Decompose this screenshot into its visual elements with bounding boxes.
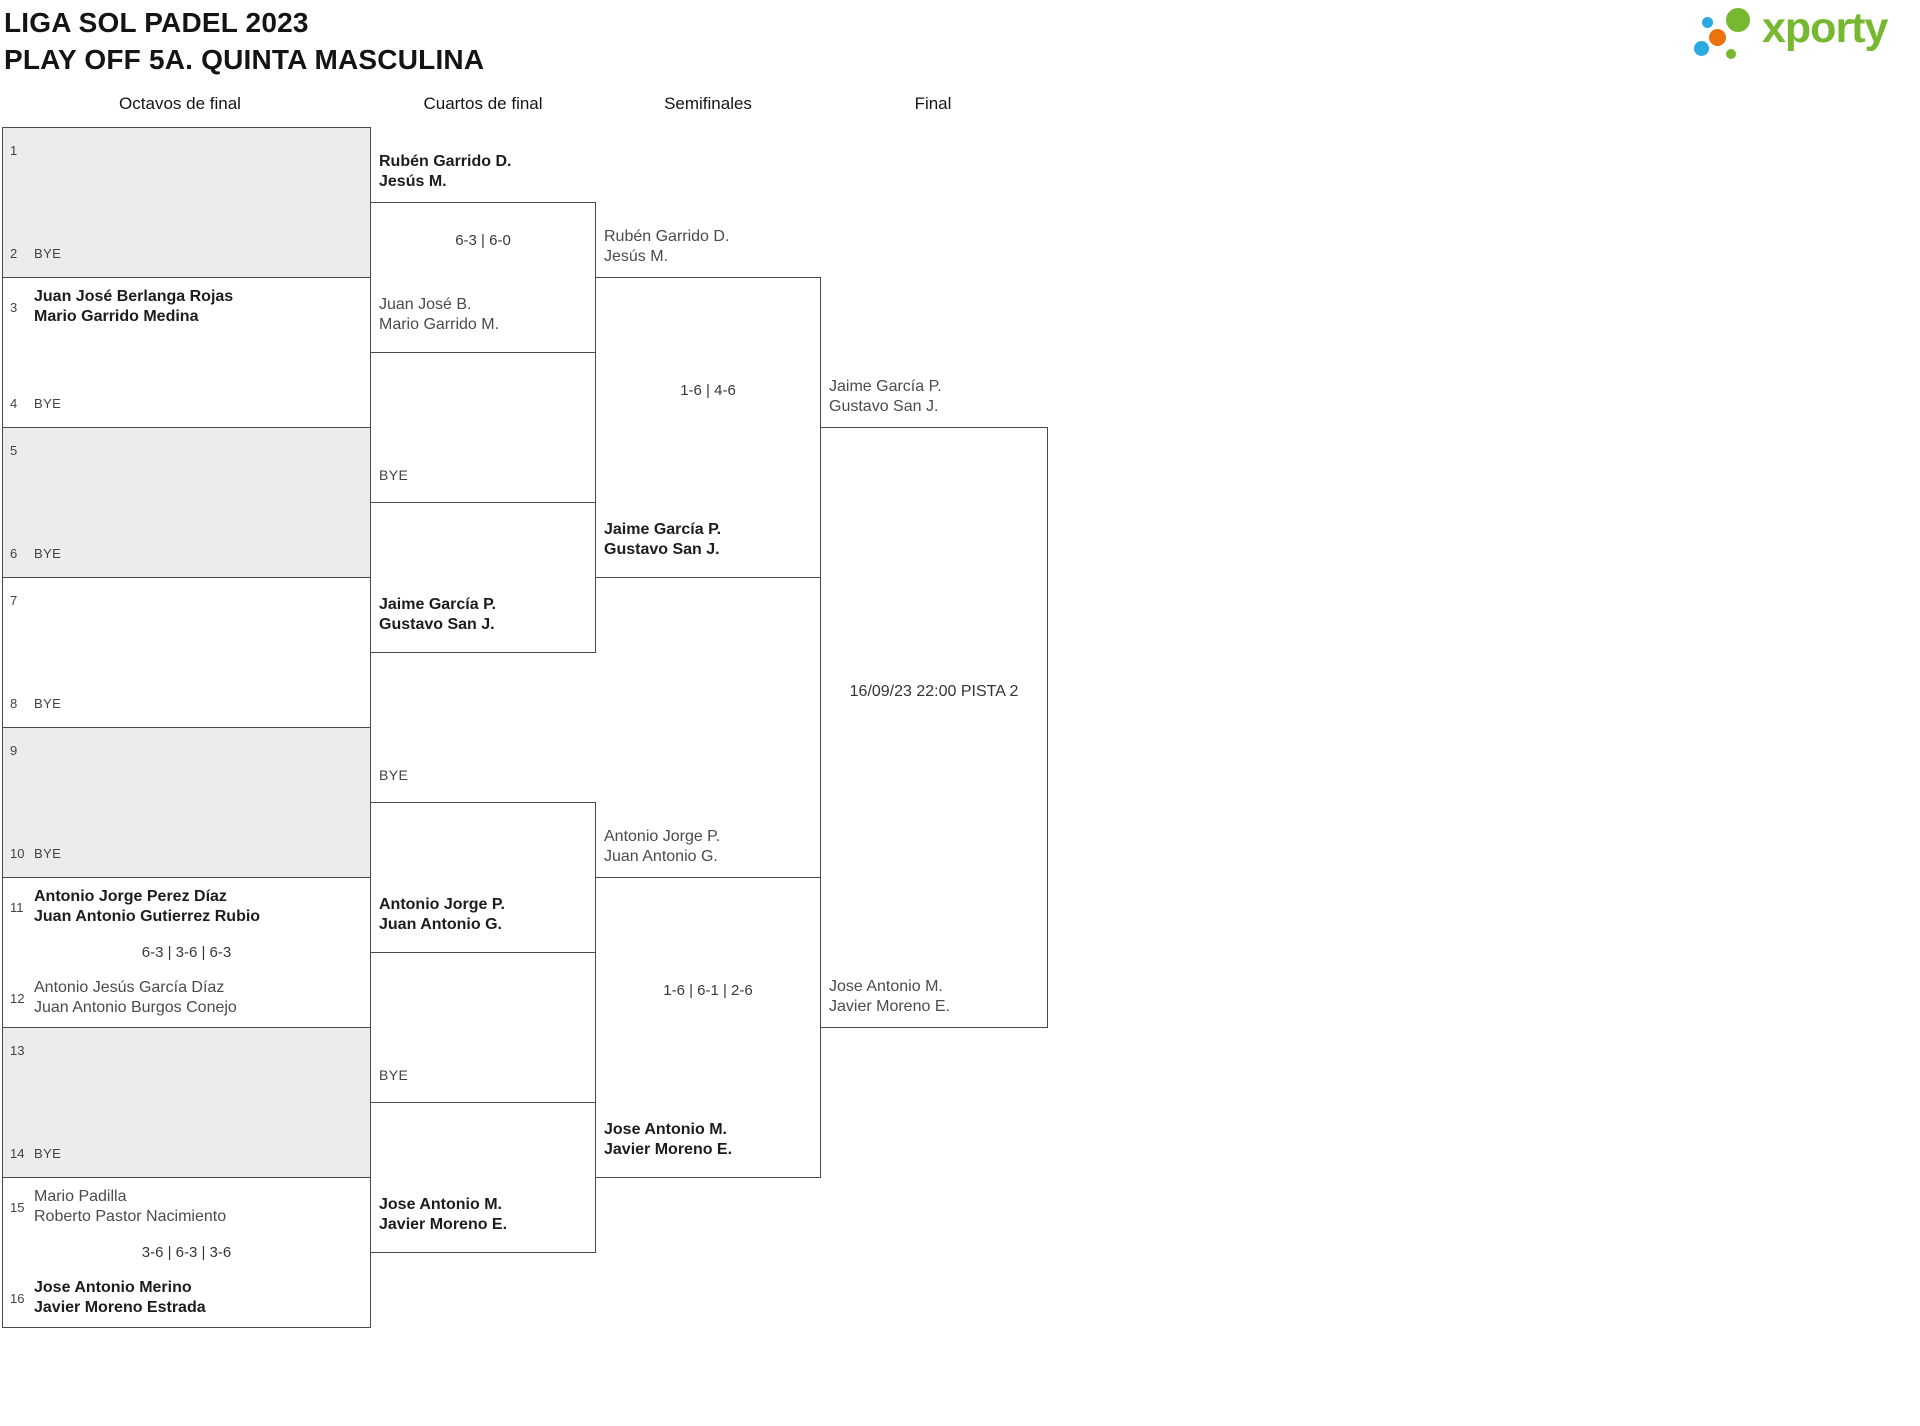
r16-match-1: 1 2 BYE xyxy=(2,127,371,278)
team-name: Antonio Jorge Perez Díaz Juan Antonio Gu… xyxy=(34,888,261,925)
r16-match-5: 9 10 BYE xyxy=(2,727,371,878)
team-name: Juan José B. Mario Garrido M. xyxy=(379,296,500,333)
team-name: Rubén Garrido D. Jesús M. xyxy=(604,228,730,265)
bye-label: BYE xyxy=(379,767,409,783)
match-score: 1-6 | 6-1 | 2-6 xyxy=(663,982,753,999)
slot-number: 6 xyxy=(10,546,18,561)
bye-label: BYE xyxy=(34,1146,62,1161)
match-score: 3-6 | 6-3 | 3-6 xyxy=(141,1244,232,1261)
slot-number: 12 xyxy=(10,990,25,1006)
logo-dot-icon xyxy=(1702,17,1713,28)
team-name: Rubén Garrido D. Jesús M. xyxy=(379,153,512,190)
r16-match-6: 11 Antonio Jorge Perez Díaz Juan Antonio… xyxy=(2,877,371,1028)
match-score: 1-6 | 4-6 xyxy=(680,382,736,399)
qf-match-3: BYE Antonio Jorge P. Juan Antonio G. xyxy=(370,767,596,953)
bye-label: BYE xyxy=(34,696,62,711)
tournament-name: LIGA SOL PADEL 2023 xyxy=(4,7,309,38)
match-score: 6-3 | 3-6 | 6-3 xyxy=(141,944,232,961)
r16-match-4: 7 8 BYE xyxy=(2,577,371,728)
team-name: Antonio Jorge P. Juan Antonio G. xyxy=(379,896,505,933)
team-name: Juan José Berlanga Rojas Mario Garrido M… xyxy=(34,288,234,325)
r16-match-2: 3 Juan José Berlanga Rojas Mario Garrido… xyxy=(2,277,371,428)
slot-number: 7 xyxy=(10,593,18,608)
bye-label: BYE xyxy=(34,396,62,411)
slot-number: 15 xyxy=(10,1199,25,1215)
team-name: Jose Antonio M. Javier Moreno E. xyxy=(829,978,950,1015)
slot-number: 8 xyxy=(10,696,18,711)
slot-number: 2 xyxy=(10,246,18,261)
bye-label: BYE xyxy=(379,1067,409,1083)
sf-match-1: Rubén Garrido D. Jesús M. 1-6 | 4-6 Jaim… xyxy=(595,228,821,578)
round-header-final: Final xyxy=(914,94,952,113)
round-header-octavos: Octavos de final xyxy=(119,94,241,113)
sf-match-2: Antonio Jorge P. Juan Antonio G. 1-6 | 6… xyxy=(595,828,821,1178)
team-name: Jaime García P. Gustavo San J. xyxy=(604,521,722,558)
slot-number: 10 xyxy=(10,846,25,861)
slot-number: 16 xyxy=(10,1290,25,1306)
slot-number: 13 xyxy=(10,1043,25,1058)
team-name: Jaime García P. Gustavo San J. xyxy=(379,596,497,633)
team-name: Jose Antonio M. Javier Moreno E. xyxy=(379,1196,508,1233)
round-header-semifinales: Semifinales xyxy=(664,94,752,113)
r16-match-7: 13 14 BYE xyxy=(2,1027,371,1178)
slot-number: 5 xyxy=(10,443,18,458)
slot-number: 11 xyxy=(10,899,24,915)
xporty-logo[interactable]: xporty xyxy=(1686,2,1908,66)
slot-number: 3 xyxy=(10,299,18,315)
bracket-subtitle: PLAY OFF 5A. QUINTA MASCULINA xyxy=(4,44,485,75)
qf-match-4: BYE Jose Antonio M. Javier Moreno E. xyxy=(370,1067,596,1253)
qf-match-1: Rubén Garrido D. Jesús M. 6-3 | 6-0 Juan… xyxy=(370,153,596,353)
logo-wordmark: xporty xyxy=(1762,4,1888,52)
slot-number: 4 xyxy=(10,396,18,411)
team-name: Antonio Jesús García Díaz Juan Antonio B… xyxy=(34,979,237,1016)
r16-match-8: 15 Mario Padilla Roberto Pastor Nacimien… xyxy=(2,1177,371,1328)
slot-number: 14 xyxy=(10,1146,25,1161)
bye-label: BYE xyxy=(34,846,62,861)
team-name: Antonio Jorge P. Juan Antonio G. xyxy=(604,828,721,865)
page-title: LIGA SOL PADEL 2023 PLAY OFF 5A. QUINTA … xyxy=(4,4,484,78)
logo-dot-icon xyxy=(1726,49,1736,59)
slot-number: 9 xyxy=(10,743,18,758)
match-score: 6-3 | 6-0 xyxy=(455,232,511,249)
bye-label: BYE xyxy=(34,546,62,561)
slot-number: 1 xyxy=(10,143,18,158)
logo-dot-icon xyxy=(1709,29,1726,46)
team-name: Jose Antonio M. Javier Moreno E. xyxy=(604,1121,733,1158)
bye-label: BYE xyxy=(34,246,62,261)
final-match: Jaime García P. Gustavo San J. 16/09/23 … xyxy=(820,378,1048,1028)
logo-dot-icon xyxy=(1726,8,1750,32)
team-name: Mario Padilla Roberto Pastor Nacimiento xyxy=(34,1188,227,1225)
team-name: Jaime García P. Gustavo San J. xyxy=(829,378,942,415)
bye-label: BYE xyxy=(379,467,409,483)
r16-match-3: 5 6 BYE xyxy=(2,427,371,578)
qf-match-2: BYE Jaime García P. Gustavo San J. xyxy=(370,467,596,653)
round-header-cuartos: Cuartos de final xyxy=(423,94,543,113)
match-schedule: 16/09/23 22:00 PISTA 2 xyxy=(849,683,1019,700)
team-name: Jose Antonio Merino Javier Moreno Estrad… xyxy=(34,1279,206,1316)
logo-dot-icon xyxy=(1694,41,1709,56)
